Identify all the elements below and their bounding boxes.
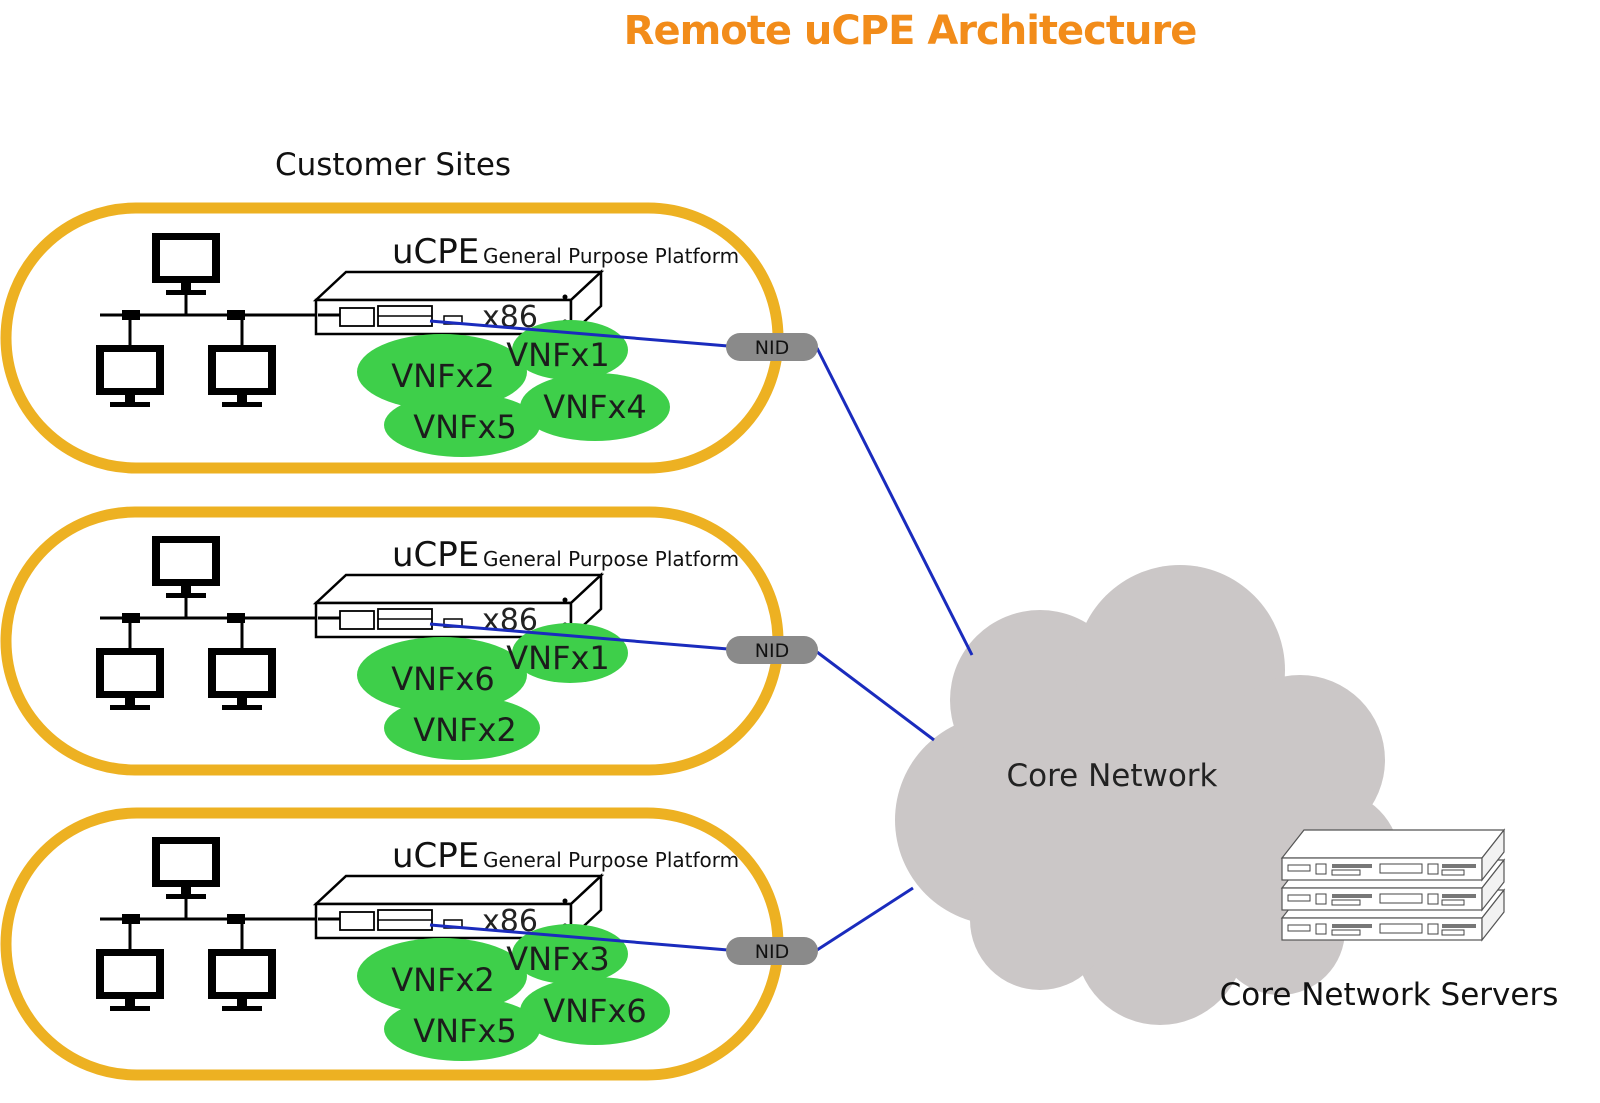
link-nid3-core (816, 886, 914, 952)
link-nid2-core (816, 650, 935, 742)
ucpe-label: uCPE (392, 836, 479, 876)
platform-label: General Purpose Platform (483, 244, 739, 268)
vnf-label: VNFx2 (391, 357, 495, 395)
vnf-label: VNFx2 (413, 711, 517, 749)
link-ucpe-nid (429, 923, 729, 952)
core-network-cloud: Core Network (895, 565, 1400, 1025)
vnf-label: VNFx2 (391, 961, 495, 999)
nid-device: NID (726, 937, 818, 965)
vnf-label: VNFx3 (506, 940, 610, 978)
vnf-label: VNFx1 (506, 336, 610, 374)
lan-computers (96, 837, 318, 1011)
vnf-label: VNFx6 (543, 992, 647, 1030)
ucpe-label: uCPE (392, 232, 479, 272)
vnf-label: VNFx6 (391, 660, 495, 698)
lan-computers (96, 536, 318, 710)
core-network-servers: Core Network Servers (1220, 829, 1559, 1013)
nid-device: NID (726, 333, 818, 361)
server-icon (1281, 829, 1505, 881)
customer-site-3: x86 uCPE General Purpose Platform VNFx3 … (0, 807, 818, 1081)
vnf-label: VNFx1 (506, 639, 610, 677)
platform-label: General Purpose Platform (483, 848, 739, 872)
ucpe-label: uCPE (392, 535, 479, 575)
link-ucpe-nid (429, 622, 729, 651)
nid-label: NID (755, 640, 789, 662)
vnf-cluster: VNFx1 VNFx2 VNFx4 VNFx5 (357, 320, 670, 457)
servers-label: Core Network Servers (1220, 977, 1559, 1013)
link-nid1-core (815, 347, 974, 656)
vnf-label: VNFx5 (413, 1012, 517, 1050)
core-network-label: Core Network (1006, 758, 1217, 794)
customer-site-2: x86 uCPE General Purpose Platform VNFx1 … (0, 506, 818, 776)
nid-label: NID (755, 337, 789, 359)
customer-sites-label: Customer Sites (275, 147, 511, 183)
vnf-label: VNFx4 (543, 388, 647, 426)
vnf-label: VNFx5 (413, 408, 517, 446)
vnf-cluster: VNFx1 VNFx6 VNFx2 (357, 623, 628, 760)
nid-label: NID (755, 941, 789, 963)
platform-label: General Purpose Platform (483, 547, 739, 571)
customer-site-1: x86 uCPE General Purpose Platform VNFx1 … (0, 202, 818, 474)
diagram-title: Remote uCPE Architecture (624, 8, 1197, 54)
nid-device: NID (726, 636, 818, 664)
link-ucpe-nid (429, 319, 729, 348)
lan-computers (96, 233, 318, 407)
vnf-cluster: VNFx3 VNFx2 VNFx6 VNFx5 (357, 924, 670, 1061)
